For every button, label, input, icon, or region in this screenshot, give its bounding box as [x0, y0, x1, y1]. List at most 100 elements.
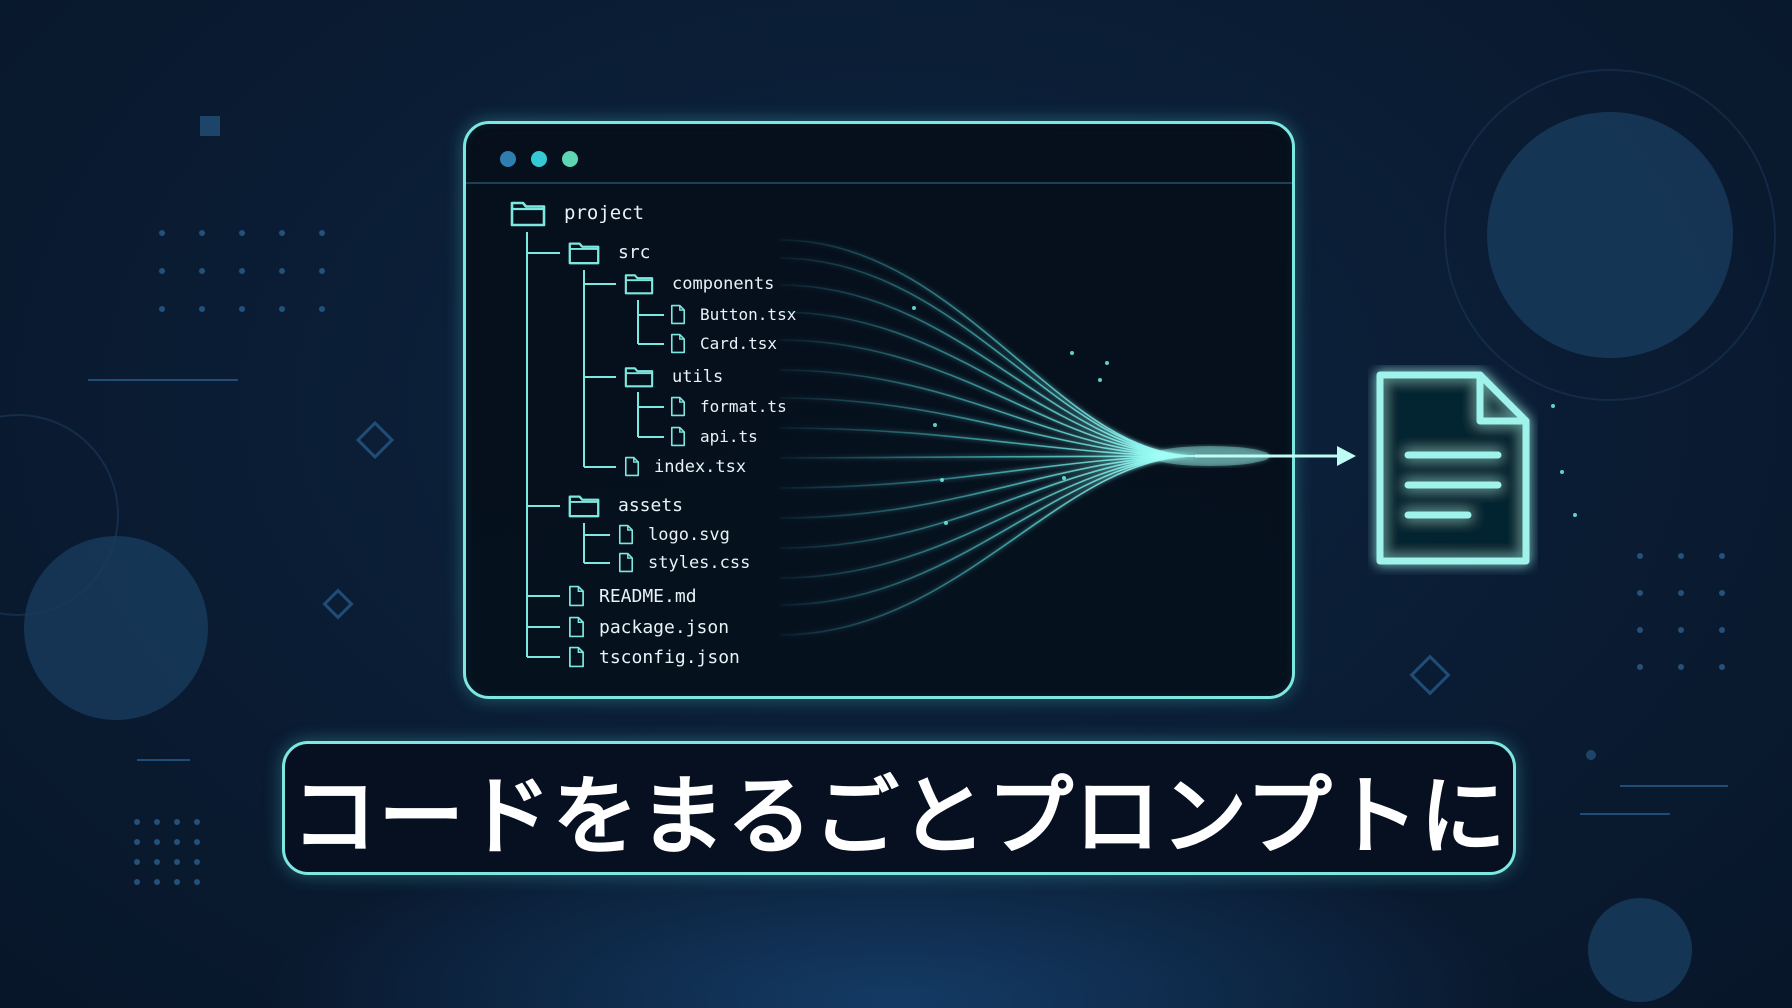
- beam-line: [779, 455, 1196, 459]
- folder-icon: [568, 242, 600, 265]
- bg-grid-dot: [1637, 553, 1643, 559]
- folder-icon: [568, 495, 600, 518]
- tree-folder-project[interactable]: project: [510, 199, 644, 227]
- sparkle: [1573, 513, 1577, 517]
- tree-file-card-tsx[interactable]: Card.tsx: [670, 333, 777, 354]
- beam-line: [779, 455, 1196, 489]
- tree-label: Button.tsx: [700, 305, 797, 324]
- beam-line: [779, 284, 1196, 457]
- bg-grid-dot: [199, 268, 205, 274]
- bg-grid-dot: [134, 859, 140, 865]
- diamond-3: [1409, 654, 1451, 696]
- beam-line: [779, 339, 1196, 457]
- file-icon: [618, 524, 634, 545]
- file-explorer-window: [463, 121, 1295, 699]
- bg-grid-dot: [174, 859, 180, 865]
- tree-label: api.ts: [700, 427, 758, 446]
- sparkle: [1551, 404, 1555, 408]
- bg-grid-dot: [1637, 590, 1643, 596]
- beam-line: [779, 455, 1196, 636]
- tree-file-styles-css[interactable]: styles.css: [618, 552, 750, 573]
- tree-label: format.ts: [700, 397, 787, 416]
- file-icon: [670, 426, 686, 447]
- tree-file-format-ts[interactable]: format.ts: [670, 396, 787, 417]
- tree-label: README.md: [599, 585, 697, 607]
- bg-grid-dot: [1678, 664, 1684, 670]
- file-icon: [670, 333, 686, 354]
- sparkle: [1062, 476, 1066, 480]
- file-icon: [670, 304, 686, 325]
- tree-label: components: [672, 273, 775, 294]
- arrow-head: [1337, 446, 1356, 466]
- bg-grid-dot: [279, 230, 285, 236]
- folder-icon: [510, 201, 546, 227]
- bg-grid-dot: [1719, 590, 1725, 596]
- tree-label: project: [564, 202, 645, 224]
- tree-label: assets: [618, 495, 684, 516]
- folder-icon: [624, 274, 654, 295]
- bg-grid-dot: [174, 819, 180, 825]
- beam-line: [779, 257, 1196, 457]
- bg-grid-dot: [194, 839, 200, 845]
- tree-label: src: [618, 242, 651, 263]
- tree-file-button-tsx[interactable]: Button.tsx: [670, 304, 796, 325]
- bg-grid-dot: [1678, 590, 1684, 596]
- file-icon: [569, 646, 584, 668]
- bg-grid-dot: [1678, 627, 1684, 633]
- tree-folder-assets[interactable]: assets: [568, 493, 683, 518]
- sparkle: [1098, 378, 1102, 382]
- sparkle: [1105, 361, 1109, 365]
- bg-grid-dot: [154, 879, 160, 885]
- tree-folder-components[interactable]: components: [624, 272, 774, 295]
- file-icon: [624, 456, 640, 477]
- bg-grid-dot: [199, 306, 205, 312]
- tree-file-package-json[interactable]: package.json: [568, 616, 729, 638]
- bg-grid-dot: [239, 306, 245, 312]
- bg-grid-dot: [319, 268, 325, 274]
- bg-grid-dot: [319, 230, 325, 236]
- bg-grid-dot: [134, 839, 140, 845]
- tree-folder-utils[interactable]: utils: [624, 365, 723, 388]
- tree-label: styles.css: [648, 552, 751, 573]
- document-icon: [1376, 371, 1530, 565]
- sparkle: [933, 423, 937, 427]
- beam-line: [779, 311, 1196, 457]
- bg-grid-dot: [239, 230, 245, 236]
- window-titlebar: [466, 124, 1292, 184]
- headline-text: コードをまるごとプロンプトに: [291, 766, 1507, 867]
- beam-line: [779, 397, 1196, 457]
- diamond-1: [355, 420, 395, 460]
- bg-grid-dot: [199, 230, 205, 236]
- beam-line: [779, 427, 1196, 457]
- bg-grid-dot: [154, 819, 160, 825]
- bg-grid-dot: [159, 230, 165, 236]
- sparkle: [944, 521, 948, 525]
- window-dot-cyan: [531, 151, 547, 167]
- bg-grid-dot: [159, 306, 165, 312]
- tree-folder-src[interactable]: src: [568, 240, 651, 265]
- bg-circle-bottom: [1588, 898, 1692, 1002]
- file-icon: [569, 585, 584, 607]
- sparkle: [940, 478, 944, 482]
- sparkle: [1070, 351, 1074, 355]
- bg-dot: [1586, 750, 1596, 760]
- tree-file-logo-svg[interactable]: logo.svg: [618, 524, 730, 545]
- beam-line: [779, 239, 1196, 457]
- bg-grid-dot: [279, 306, 285, 312]
- file-icon: [670, 396, 686, 417]
- beam-line: [779, 455, 1196, 606]
- bg-grid-dot: [319, 306, 325, 312]
- bg-grid-dot: [1719, 553, 1725, 559]
- tree-file-api-ts[interactable]: api.ts: [670, 426, 758, 447]
- bg-grid-dot: [174, 879, 180, 885]
- bg-grid-dot: [1637, 664, 1643, 670]
- tree-label: logo.svg: [648, 524, 730, 545]
- tree-file-index-tsx[interactable]: index.tsx: [624, 456, 746, 477]
- bg-circle-right: [1487, 112, 1733, 358]
- tree-file-tsconfig-json[interactable]: tsconfig.json: [568, 646, 740, 668]
- bg-grid-dot: [194, 859, 200, 865]
- tree-file-readme-md[interactable]: README.md: [568, 585, 697, 607]
